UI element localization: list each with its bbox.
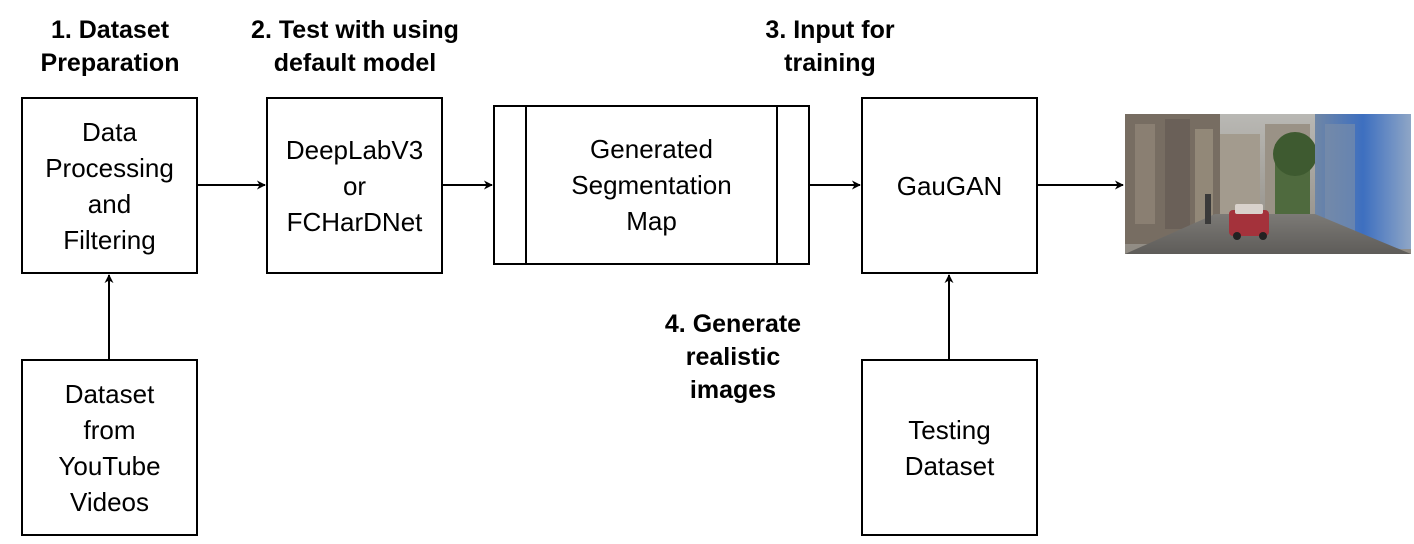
data-processing-box: Data Processing and Filtering	[21, 97, 198, 274]
segmentation-map-right-bar	[776, 107, 778, 263]
data-processing-text: Data Processing and Filtering	[45, 116, 174, 255]
testing-dataset-box: Testing Dataset	[861, 359, 1038, 536]
testing-dataset-text: Testing Dataset	[904, 414, 995, 481]
youtube-dataset-box: Dataset from YouTube Videos	[21, 359, 198, 536]
segmentation-map-box: Generated Segmentation Map	[493, 105, 810, 265]
youtube-dataset-text: Dataset from YouTube Videos	[58, 378, 161, 517]
street-scene-image	[1125, 114, 1411, 254]
gaugan-text: GauGAN	[896, 170, 1003, 201]
step-3-label: 3. Input for training	[765, 16, 895, 77]
segmentation-map-left-bar	[525, 107, 527, 263]
segmentation-map-text: Generated Segmentation Map	[571, 134, 732, 236]
model-text: DeepLabV3 or FCHarDNet	[285, 134, 424, 237]
step-4-label: 4. Generate realistic images	[664, 310, 802, 404]
gaugan-box: GauGAN	[861, 97, 1038, 274]
step-2-label: 2. Test with using default model	[251, 16, 459, 77]
model-box: DeepLabV3 or FCHarDNet	[266, 97, 443, 274]
step-1-label: 1. Dataset Preparation	[40, 16, 180, 77]
